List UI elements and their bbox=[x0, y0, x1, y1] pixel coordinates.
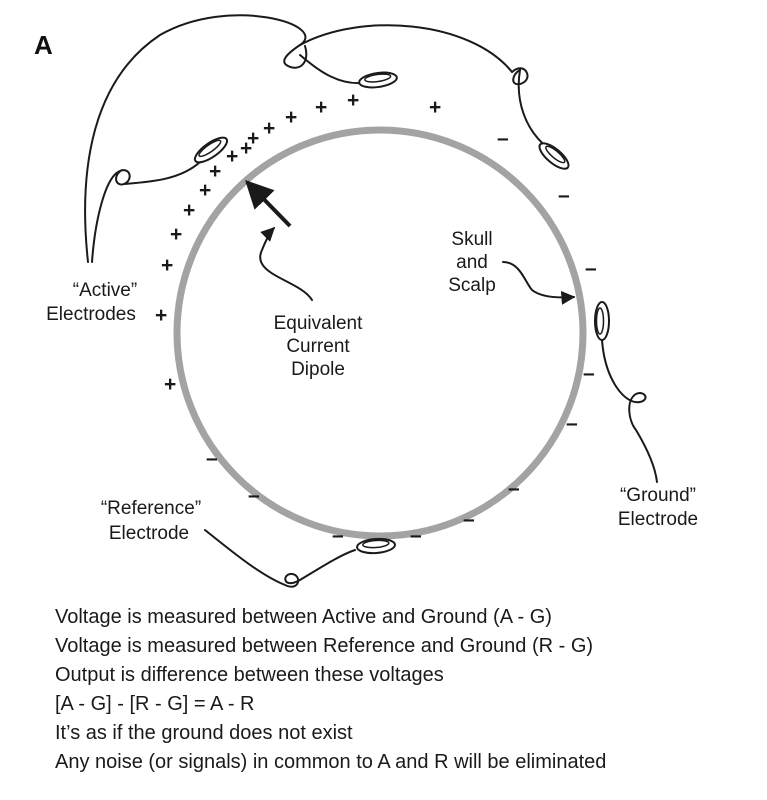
ground-label-line2: Electrode bbox=[618, 509, 698, 530]
active-electrode-wires bbox=[84, 14, 549, 263]
skull-label-line1: Skull bbox=[451, 229, 492, 250]
reference-electrode-label: “Reference” Electrode bbox=[101, 498, 201, 544]
minus-sign: – bbox=[558, 184, 570, 207]
note-line: Output is difference between these volta… bbox=[55, 664, 444, 686]
plus-sign: + bbox=[347, 89, 359, 112]
plus-sign: + bbox=[155, 304, 167, 327]
active-label-line2: Electrodes bbox=[46, 304, 136, 325]
minus-sign: – bbox=[463, 508, 475, 531]
skull-circle bbox=[173, 126, 587, 540]
plus-sign: + bbox=[161, 254, 173, 277]
note-line: [A - G] - [R - G] = A - R bbox=[55, 693, 255, 715]
plus-sign: + bbox=[199, 179, 211, 202]
minus-sign: – bbox=[497, 127, 509, 150]
dipole-label-line2: Current bbox=[286, 336, 350, 357]
plus-sign: + bbox=[164, 373, 176, 396]
note-line: It’s as if the ground does not exist bbox=[55, 722, 353, 744]
panel-label: A bbox=[34, 30, 53, 60]
reference-electrode bbox=[204, 529, 396, 588]
minus-sign: – bbox=[410, 524, 422, 547]
ground-electrode bbox=[594, 301, 658, 483]
minus-sign: – bbox=[206, 447, 218, 470]
minus-sign: – bbox=[585, 257, 597, 280]
plus-sign: + bbox=[315, 96, 327, 119]
note-line: Any noise (or signals) in common to A an… bbox=[55, 751, 607, 773]
plus-sign: + bbox=[226, 145, 238, 168]
note-line: Voltage is measured between Reference an… bbox=[55, 635, 594, 657]
skull-label-line2: and bbox=[456, 252, 488, 273]
plus-sign: + bbox=[240, 137, 252, 160]
plus-sign: + bbox=[247, 127, 259, 150]
dipole-callout-arrow bbox=[259, 227, 313, 301]
dipole-arrow bbox=[245, 179, 292, 228]
eeg-reference-diagram: A bbox=[34, 14, 698, 588]
active-label-line1: “Active” bbox=[73, 280, 137, 301]
reference-label-line1: “Reference” bbox=[101, 498, 201, 519]
dipole-label-line1: Equivalent bbox=[274, 313, 363, 334]
minus-sign: – bbox=[248, 484, 260, 507]
minus-sign: – bbox=[566, 412, 578, 435]
plus-sign: + bbox=[170, 223, 182, 246]
dipole-label: Equivalent Current Dipole bbox=[274, 313, 363, 380]
skull-callout-arrow bbox=[502, 261, 576, 305]
ground-electrode-label: “Ground” Electrode bbox=[618, 485, 698, 530]
plus-sign: + bbox=[209, 160, 221, 183]
reference-label-line2: Electrode bbox=[109, 523, 189, 544]
minus-sign: – bbox=[332, 524, 344, 547]
negative-signs: – – – – – – – – – – – bbox=[206, 127, 597, 547]
skull-scalp-label: Skull and Scalp bbox=[448, 229, 496, 296]
skull-label-line3: Scalp bbox=[448, 275, 496, 296]
plus-sign: + bbox=[429, 96, 441, 119]
minus-sign: – bbox=[583, 362, 595, 385]
plus-sign: + bbox=[263, 117, 275, 140]
positive-signs: + + + + + + + + + + + + + + + bbox=[155, 89, 441, 396]
dipole-label-line3: Dipole bbox=[291, 359, 345, 380]
active-electrode-discs bbox=[193, 71, 570, 170]
plus-sign: + bbox=[285, 106, 297, 129]
explanation-notes: Voltage is measured between Active and G… bbox=[55, 603, 606, 777]
minus-sign: – bbox=[508, 477, 520, 500]
active-electrodes-label: “Active” Electrodes bbox=[46, 280, 137, 325]
plus-sign: + bbox=[183, 199, 195, 222]
note-line: Voltage is measured between Active and G… bbox=[55, 606, 552, 628]
ground-label-line1: “Ground” bbox=[620, 485, 696, 506]
